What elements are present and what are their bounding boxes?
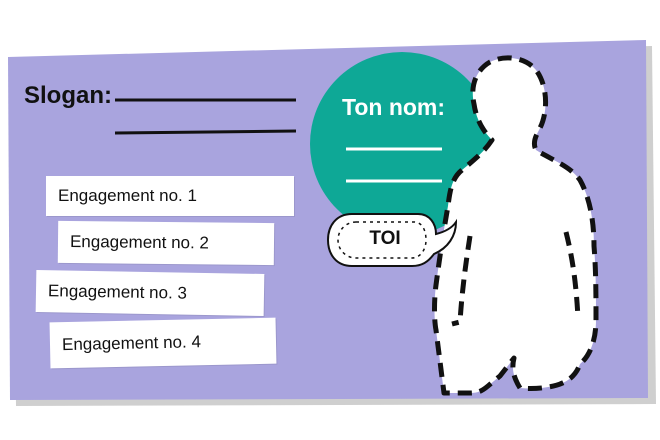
slogan-label: Slogan: — [24, 82, 112, 109]
engagement-label-1: Engagement no. 1 — [46, 176, 294, 216]
person-silhouette — [432, 55, 599, 396]
speech-bubble-inner-dash — [337, 221, 427, 259]
engagement-label-3: Engagement no. 3 — [35, 270, 265, 316]
bubble-label: TOI — [369, 228, 401, 249]
speech-bubble — [326, 213, 458, 267]
slogan-line-2 — [114, 129, 297, 135]
name-label: Ton nom: — [342, 94, 446, 120]
engagement-label-4: Engagement no. 4 — [49, 317, 277, 369]
name-circle — [310, 52, 494, 236]
engagement-label-2: Engagement no. 2 — [57, 220, 275, 266]
arm-contour-right — [563, 231, 581, 319]
arm-contour-left — [451, 235, 473, 327]
